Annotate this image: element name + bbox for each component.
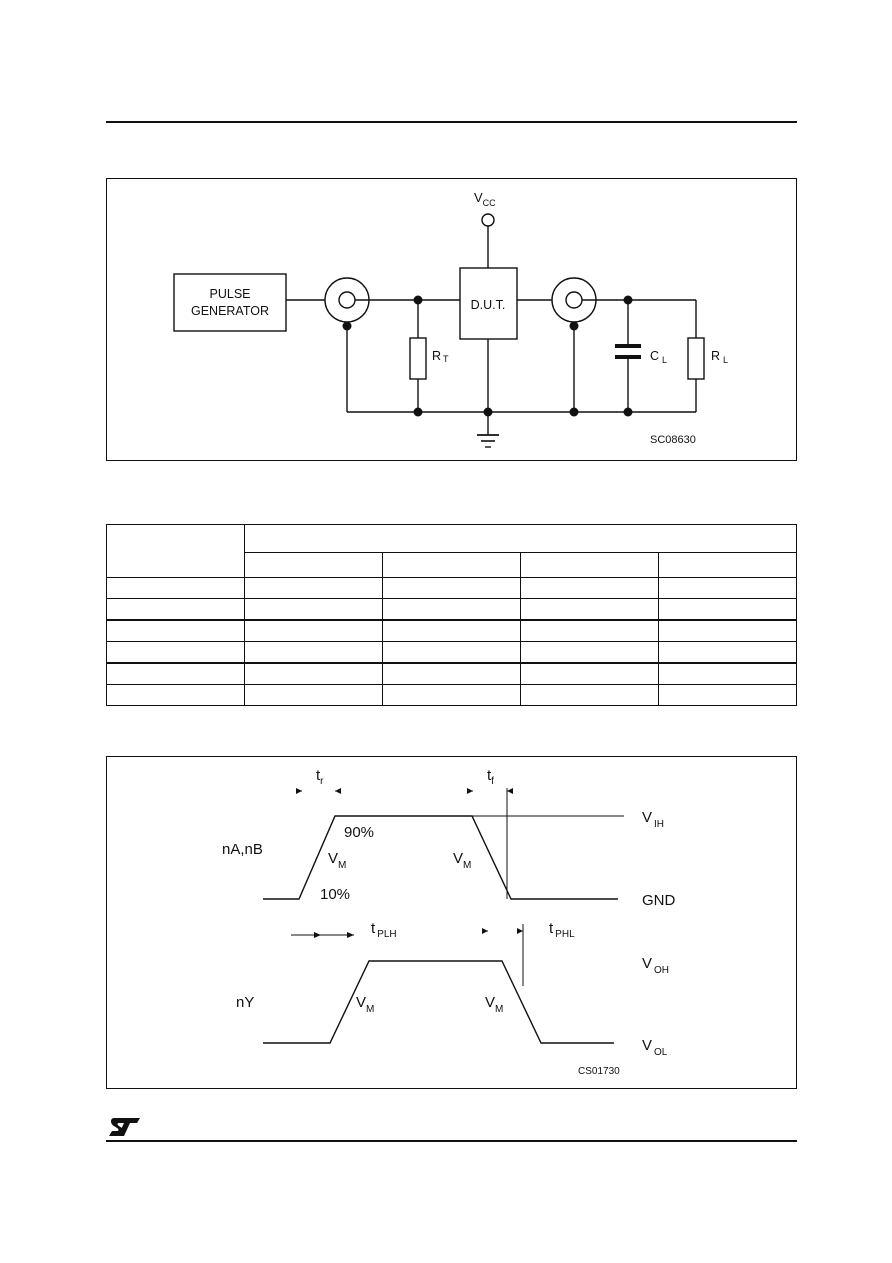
vm-label-output-fall: VM (485, 994, 503, 1015)
vm-label-input-rise: VM (328, 850, 346, 871)
input-waveform (263, 815, 618, 900)
table-row (106, 662, 797, 685)
circuit-figure-code: SC08630 (650, 434, 696, 446)
pct90-label: 90% (344, 824, 374, 841)
vcc-label: VCC (474, 190, 496, 208)
table-row (106, 598, 797, 621)
tf-label: tf (487, 767, 494, 787)
tr-label: tr (316, 767, 324, 787)
output-signal-name: nY (236, 994, 254, 1011)
vm-label-input-fall: VM (453, 850, 471, 871)
table-header-cell (382, 552, 521, 578)
footer-rule (106, 1140, 797, 1142)
table-header-corner (106, 524, 245, 578)
table-row (106, 684, 797, 706)
table-header-group (244, 524, 797, 553)
st-logo-icon (109, 1118, 140, 1136)
input-signal-name: nA,nB (222, 841, 263, 858)
pulse-generator-label-2: GENERATOR (191, 304, 269, 318)
table-row (106, 641, 797, 664)
vcc-terminal (481, 213, 495, 227)
table-header-cell (244, 552, 383, 578)
vm-label-output-rise: VM (356, 994, 374, 1015)
pulse-generator-label-1: PULSE (210, 287, 251, 301)
table-row (106, 577, 797, 599)
waveform-figure-code: CS01730 (578, 1066, 620, 1077)
table-row (106, 619, 797, 642)
rt-resistor (409, 337, 427, 380)
pulse-generator-box (173, 273, 287, 332)
table-header-cell (658, 552, 797, 578)
dut-label: D.U.T. (471, 298, 506, 312)
gnd-label: GND (642, 892, 676, 909)
pct10-label: 10% (320, 886, 350, 903)
output-waveform (263, 960, 614, 1044)
test-conditions-table (106, 524, 797, 706)
rl-resistor (687, 337, 705, 380)
table-header-cell (520, 552, 659, 578)
header-rule (106, 121, 797, 123)
